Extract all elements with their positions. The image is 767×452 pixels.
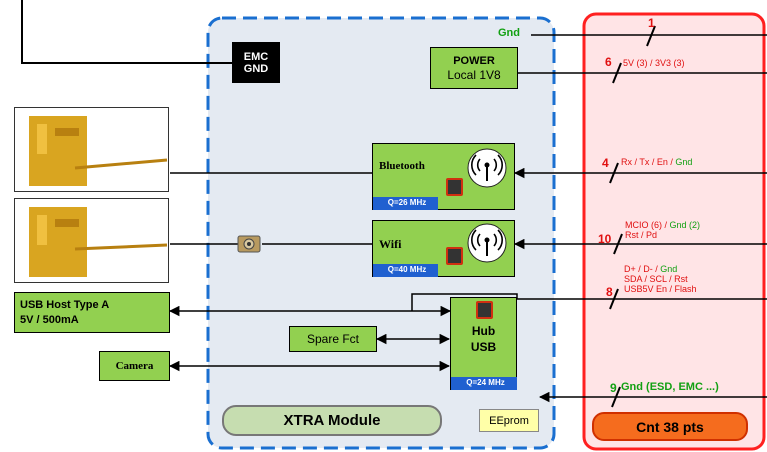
hub-chip-icon: [476, 301, 493, 319]
usb-host-line1: USB Host Type A: [20, 298, 110, 311]
emc-gnd-block: EMC GND: [232, 42, 280, 83]
wifi-crystal: Q=40 MHz: [373, 264, 438, 277]
connector-title-label: Cnt 38 pts: [636, 418, 704, 435]
signal-text: Gnd (2): [669, 220, 701, 230]
camera-block: Camera: [99, 351, 170, 381]
camera-label: Camera: [115, 360, 154, 372]
hub-label-line2: USB: [470, 340, 497, 354]
eeprom-block: EEprom: [479, 409, 539, 432]
power-block: POWER Local 1V8: [430, 47, 518, 89]
signal-text: Gnd (ESD, EMC ...): [621, 381, 719, 393]
signal-label-gnd-esd: Gnd (ESD, EMC ...): [621, 381, 719, 393]
hub-label-line1: Hub: [471, 324, 496, 338]
rf-connector-icon: [237, 235, 261, 253]
signal-count-gnd-esd: 9: [610, 381, 617, 395]
connector-title: Cnt 38 pts: [592, 412, 748, 441]
bluetooth-block: Bluetooth Q=26 MHz: [372, 143, 515, 210]
spare-fct-block: Spare Fct: [289, 326, 377, 352]
wifi-block: Wifi Q=40 MHz: [372, 220, 515, 277]
signal-label-power: 5V (3) / 3V3 (3): [623, 58, 685, 68]
emc-gnd-line1: EMC: [243, 50, 269, 63]
power-title: POWER: [453, 55, 495, 67]
wireless-signal-icon: [467, 148, 507, 188]
bluetooth-chip-icon: [446, 178, 463, 196]
signal-text: USB5V En / Flash: [624, 284, 697, 294]
signal-count-usb: 8: [606, 285, 613, 299]
spare-fct-label: Spare Fct: [306, 332, 360, 346]
wifi-label: Wifi: [379, 237, 402, 251]
xtra-module-label: XTRA Module: [283, 412, 381, 429]
signal-text: Gnd: [675, 157, 693, 167]
signal-count-gnd: 1: [648, 16, 655, 30]
usb-host-line2: 5V / 500mA: [20, 313, 79, 326]
signal-text: 5V (3) / 3V3 (3): [623, 58, 685, 68]
hub-crystal: Q=24 MHz: [451, 377, 517, 390]
wireless-signal-icon: [467, 223, 507, 263]
signal-count-power: 6: [605, 55, 612, 69]
emc-gnd-line2: GND: [243, 62, 269, 75]
signal-label-usb: D+ / D- / Gnd SDA / SCL / Rst USB5V En /…: [624, 264, 697, 294]
signal-text: Gnd: [660, 264, 678, 274]
hub-usb-block: Hub USB Q=24 MHz: [450, 297, 517, 390]
signal-label-wifi: MCIO (6) / Gnd (2) Rst / Pd: [625, 220, 700, 240]
connector-outline: [582, 12, 766, 451]
wifi-chip-icon: [446, 247, 463, 265]
signal-text: Rst / Pd: [625, 230, 658, 240]
wifi-antenna-image: [14, 198, 169, 283]
signal-text: MCIO (6) /: [625, 220, 670, 230]
bluetooth-antenna-image: [14, 107, 169, 192]
antenna-icon: [29, 207, 168, 277]
signal-text: D+ / D- /: [624, 264, 661, 274]
gnd-label: Gnd: [498, 27, 520, 39]
signal-label-bluetooth: Rx / Tx / En / Gnd: [621, 157, 692, 167]
usb-host-block: USB Host Type A 5V / 500mA: [14, 292, 170, 333]
eeprom-label: EEprom: [489, 414, 529, 427]
signal-count-bluetooth: 4: [602, 156, 609, 170]
signal-text: Rx / Tx / En /: [621, 157, 676, 167]
antenna-icon: [29, 116, 168, 186]
bluetooth-label: Bluetooth: [379, 160, 425, 172]
signal-count-wifi: 10: [598, 232, 612, 246]
xtra-module-title: XTRA Module: [222, 405, 442, 436]
signal-text: SDA / SCL / Rst: [624, 274, 688, 284]
power-subtitle: Local 1V8: [447, 68, 501, 82]
bluetooth-crystal: Q=26 MHz: [373, 197, 438, 210]
